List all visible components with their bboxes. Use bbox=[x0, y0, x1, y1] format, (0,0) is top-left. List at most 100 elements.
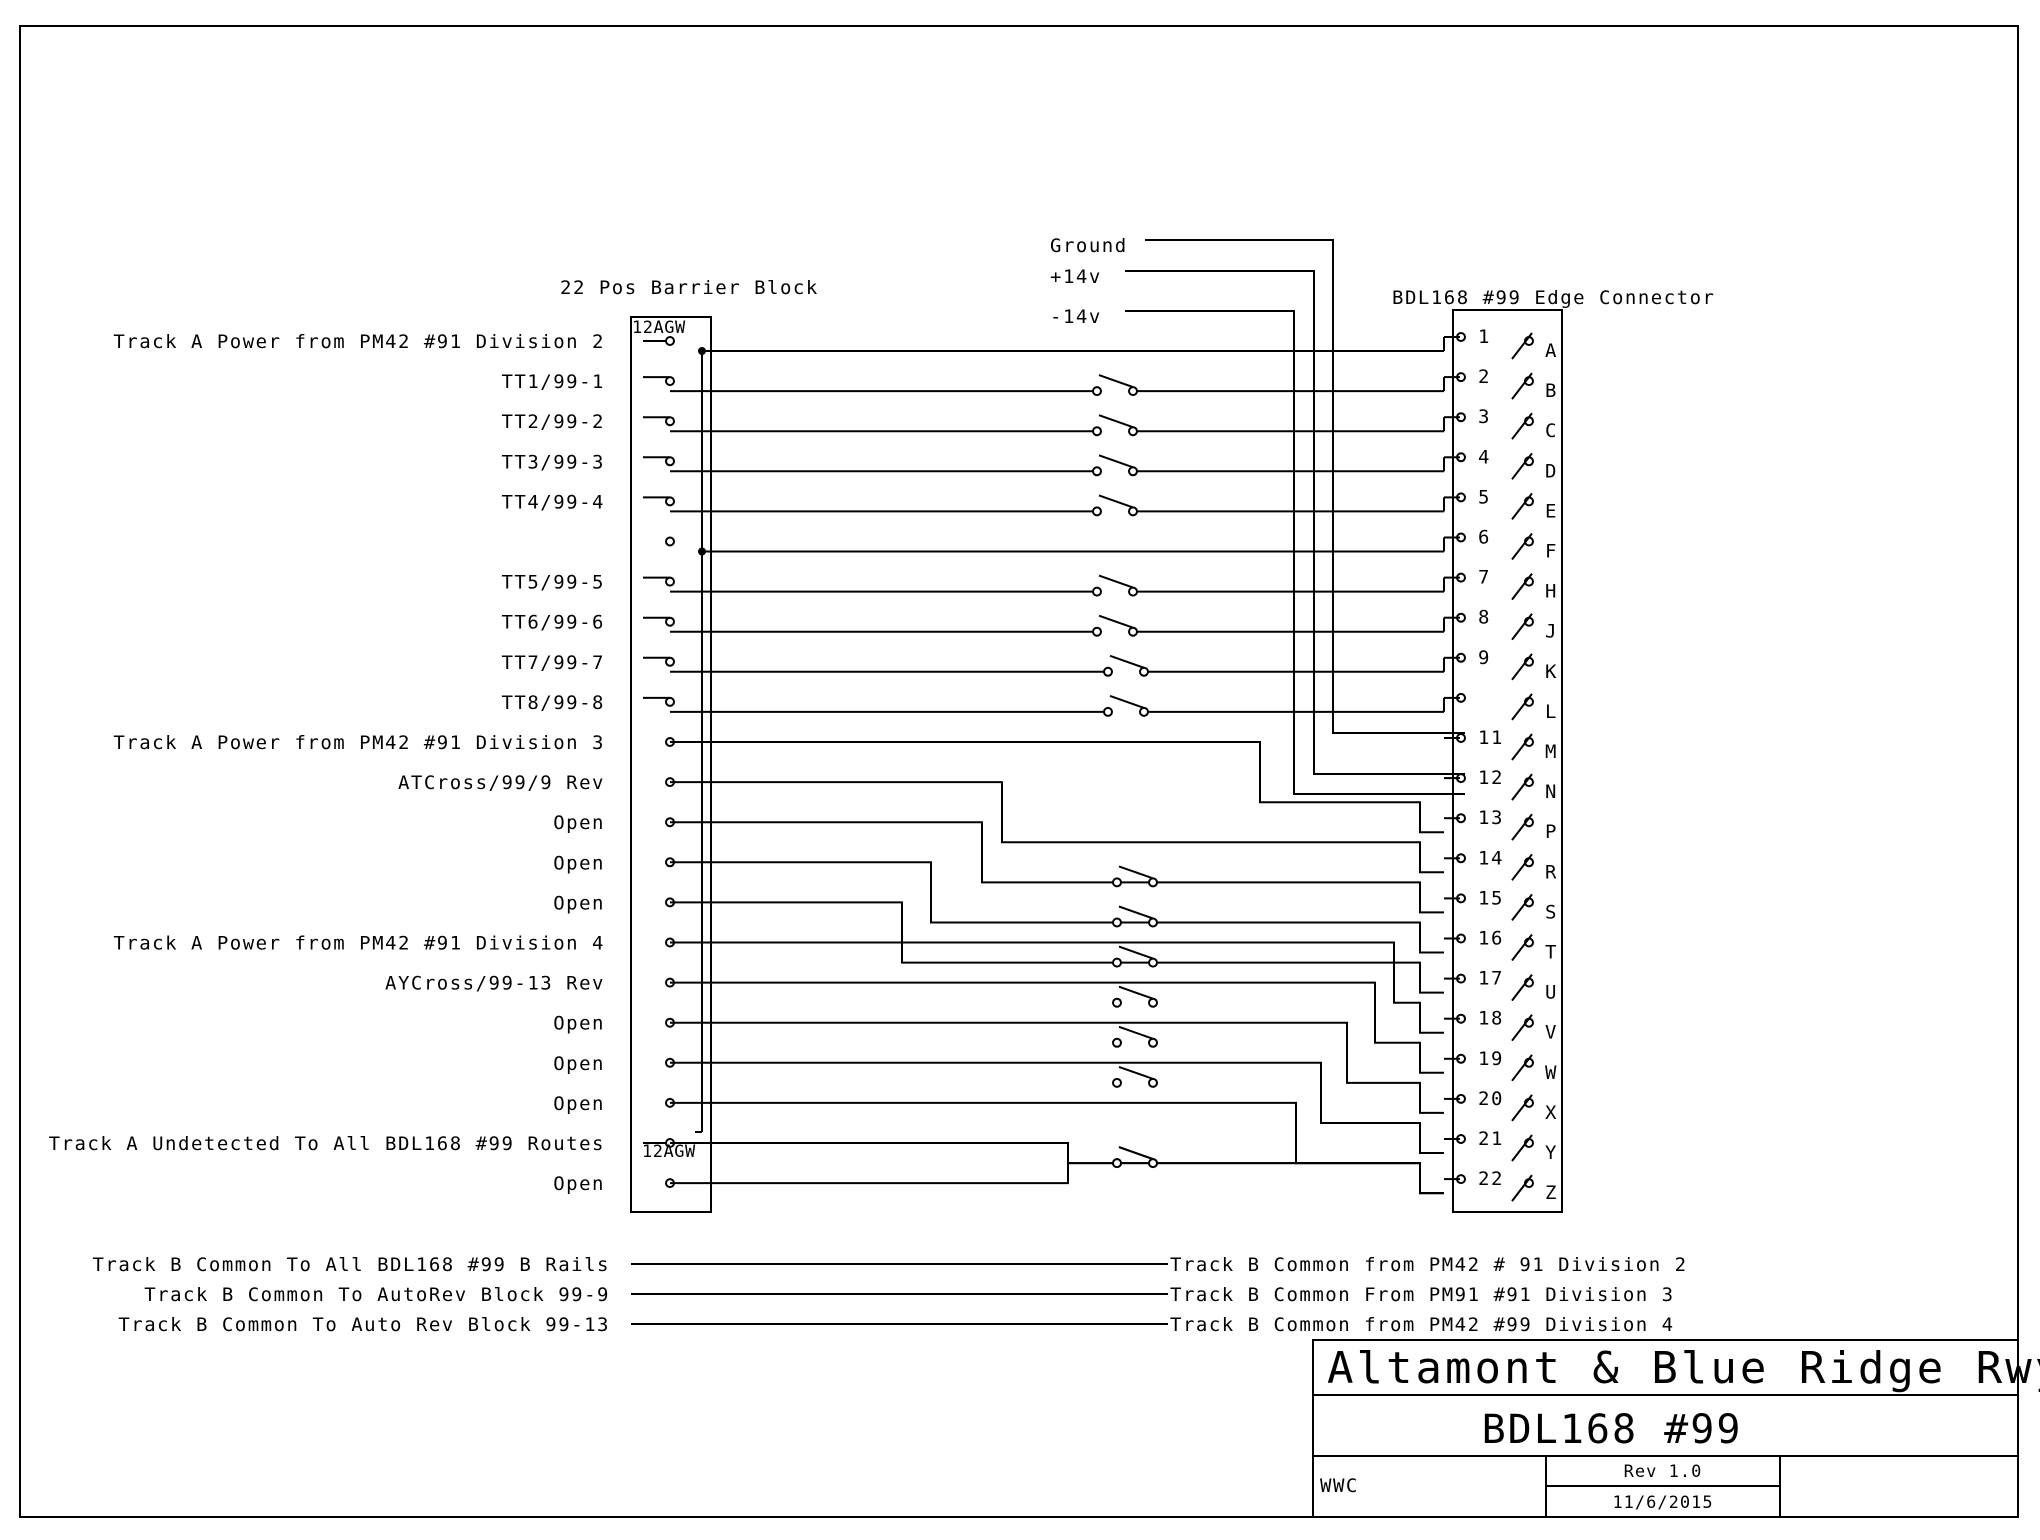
pin-number: 8 bbox=[1478, 607, 1491, 629]
barrier-label: TT8/99-8 bbox=[501, 692, 605, 714]
barrier-label: Track A Power from PM42 #91 Division 4 bbox=[113, 933, 605, 955]
barrier-label: Open bbox=[553, 812, 605, 834]
pin-contact-arm bbox=[1511, 1054, 1533, 1082]
edge-connector bbox=[1452, 309, 1563, 1213]
pin-contact-arm bbox=[1511, 412, 1533, 440]
barrier-label: TT3/99-3 bbox=[501, 451, 605, 473]
switch-contact bbox=[1112, 1077, 1122, 1088]
pin-number: 3 bbox=[1478, 406, 1491, 428]
switch-contact bbox=[1092, 466, 1102, 477]
pin-letter: Y bbox=[1545, 1142, 1558, 1164]
pin-number: 12 bbox=[1478, 767, 1504, 789]
switch-contact bbox=[1128, 426, 1138, 437]
barrier-terminal bbox=[665, 456, 675, 467]
pin-contact-arm bbox=[1511, 1014, 1533, 1042]
barrier-block bbox=[630, 316, 712, 1213]
barrier-terminal bbox=[665, 336, 675, 346]
date: 11/6/2015 bbox=[1612, 1493, 1713, 1513]
track-b-label: Track B Common To AutoRev Block 99-9 bbox=[144, 1284, 610, 1306]
switch-blade bbox=[1098, 494, 1134, 509]
pin-number: 14 bbox=[1478, 847, 1504, 869]
switch-contact bbox=[1112, 997, 1122, 1008]
track-b-label: Track B Common To All BDL168 #99 B Rails bbox=[92, 1254, 610, 1276]
barrier-label: TT5/99-5 bbox=[501, 572, 605, 594]
barrier-label: ATCross/99/9 Rev bbox=[398, 772, 605, 794]
switch-contact bbox=[1112, 877, 1122, 888]
pin-contact-arm bbox=[1511, 813, 1533, 841]
wire bbox=[670, 1101, 1444, 1195]
switch-contact bbox=[1148, 1158, 1158, 1169]
pin-letter: H bbox=[1545, 581, 1558, 603]
pin-number: 15 bbox=[1478, 887, 1504, 909]
barrier-label: TT4/99-4 bbox=[501, 491, 605, 513]
switch-blade bbox=[1118, 945, 1154, 960]
drawing-number: BDL168 #99 bbox=[1482, 1407, 1743, 1453]
pin-number: 19 bbox=[1478, 1048, 1504, 1070]
pin-letter: D bbox=[1545, 460, 1558, 482]
barrier-label: Open bbox=[553, 1053, 605, 1075]
switch-contact bbox=[1112, 1158, 1122, 1169]
pin-letter: F bbox=[1545, 541, 1558, 563]
pin-letter: S bbox=[1545, 901, 1558, 923]
junction-dot bbox=[698, 547, 706, 556]
pin-letter: V bbox=[1545, 1022, 1558, 1044]
author: WWC bbox=[1320, 1475, 1359, 1497]
switch-contact bbox=[1139, 706, 1149, 717]
wire bbox=[670, 901, 1444, 994]
pin-letter: J bbox=[1545, 621, 1558, 643]
pin-letter: T bbox=[1545, 942, 1558, 964]
switch-blade bbox=[1098, 574, 1134, 589]
barrier-terminal bbox=[665, 616, 675, 627]
switch-blade bbox=[1118, 985, 1154, 1000]
barrier-label: Track A Power from PM42 #91 Division 2 bbox=[113, 331, 605, 353]
pin-letter: A bbox=[1545, 340, 1558, 362]
switch-contact bbox=[1148, 997, 1158, 1008]
revision: Rev 1.0 bbox=[1624, 1462, 1703, 1482]
pin-number: 16 bbox=[1478, 928, 1504, 950]
barrier-terminal bbox=[665, 696, 675, 707]
barrier-terminal bbox=[665, 376, 675, 387]
switch-blade bbox=[1098, 414, 1134, 429]
wire bbox=[670, 1142, 1444, 1195]
pin-contact-arm bbox=[1511, 492, 1533, 521]
wire bbox=[670, 821, 1444, 914]
barrier-label: TT6/99-6 bbox=[501, 612, 605, 634]
pin-contact-arm bbox=[1511, 733, 1533, 761]
pin-contact-arm bbox=[1511, 532, 1533, 561]
pin-letter: R bbox=[1545, 861, 1558, 883]
switch-contact bbox=[1128, 586, 1138, 597]
switch-contact bbox=[1128, 626, 1138, 637]
barrier-label: Open bbox=[553, 892, 605, 914]
switch-contact bbox=[1148, 957, 1158, 968]
pin-contact-arm bbox=[1511, 653, 1533, 681]
barrier-label: AYCross/99-13 Rev bbox=[385, 973, 605, 995]
pin-number: 18 bbox=[1478, 1008, 1504, 1030]
pin-number: 5 bbox=[1478, 486, 1491, 508]
track-b-label: Track B Common from PM42 #99 Division 4 bbox=[1170, 1314, 1675, 1336]
junction-dot bbox=[698, 347, 706, 355]
pin-contact-arm bbox=[1511, 572, 1533, 601]
pin-contact-arm bbox=[1511, 693, 1533, 721]
track-b-label: Track B Common To Auto Rev Block 99-13 bbox=[118, 1314, 610, 1336]
pin-contact-arm bbox=[1511, 452, 1533, 480]
switch-blade bbox=[1098, 374, 1134, 389]
switch-blade bbox=[1109, 654, 1145, 669]
switch-contact bbox=[1128, 466, 1138, 477]
pin-contact-arm bbox=[1511, 973, 1533, 1002]
switch-contact bbox=[1148, 917, 1158, 928]
wire bbox=[670, 781, 1444, 874]
pin-letter: C bbox=[1545, 420, 1558, 442]
pin-contact-arm bbox=[1511, 893, 1533, 922]
switch-contact bbox=[1148, 1077, 1158, 1088]
pin-letter: M bbox=[1545, 741, 1558, 763]
wire bbox=[670, 1061, 1444, 1154]
edge-connector-title: BDL168 #99 Edge Connector bbox=[1392, 287, 1715, 309]
track-b-label: Track B Common from PM42 # 91 Division 2 bbox=[1170, 1254, 1688, 1276]
pin-contact-arm bbox=[1511, 853, 1533, 881]
pin-letter: L bbox=[1545, 701, 1558, 723]
title-block-frame bbox=[1312, 1339, 2019, 1518]
pin-contact-arm bbox=[1511, 613, 1533, 641]
wire bbox=[670, 861, 1444, 954]
switch-blade bbox=[1118, 905, 1154, 920]
